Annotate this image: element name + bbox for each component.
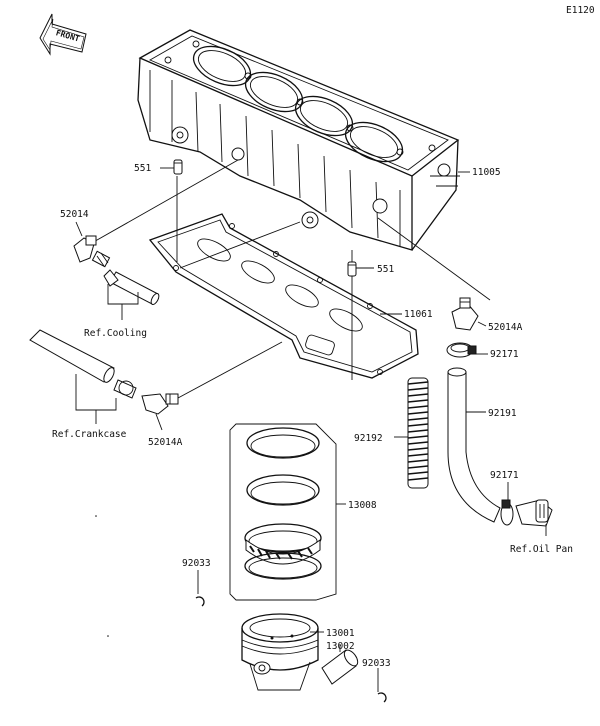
dowel-pin-lower	[347, 261, 357, 277]
label-snap-ring-left: 92033	[182, 558, 211, 569]
label-clamp-upper: 92171	[490, 349, 519, 360]
cylinder-block	[137, 29, 460, 251]
ref-crankcase: Ref.Crankcase	[52, 429, 127, 440]
dowel-pin-upper	[173, 159, 183, 175]
label-snap-ring-right: 92033	[362, 658, 391, 669]
cooling-hose	[103, 269, 160, 305]
label-gasket: 11061	[404, 309, 433, 320]
piston	[241, 613, 319, 691]
label-cylinder-block: 11005	[472, 167, 501, 178]
cylinder-gasket	[148, 213, 419, 379]
label-dowel-pin-upper: 551	[134, 163, 151, 174]
label-piston-ring-set: 13008	[348, 500, 377, 511]
ref-cooling: Ref.Cooling	[84, 328, 147, 339]
spring-hose	[407, 377, 429, 489]
front-arrow: FRONT	[39, 13, 87, 56]
label-fitting-left: 52014	[60, 209, 89, 220]
label-piston: 13001	[326, 628, 355, 639]
fitting-right	[451, 297, 479, 331]
label-clamp-lower: 92171	[490, 470, 519, 481]
fitting-left	[73, 235, 111, 268]
clamp-upper	[446, 342, 477, 358]
crankcase-hose	[29, 329, 137, 399]
label-piston-pin: 13002	[326, 641, 355, 652]
label-fitting-right: 52014A	[488, 322, 523, 333]
label-spring-hose: 92192	[354, 433, 383, 444]
snap-ring-right	[377, 692, 387, 703]
diagram-code: E1120	[566, 5, 595, 16]
ref-oil-pan: Ref.Oil Pan	[510, 544, 573, 555]
piston-ring-box	[229, 423, 337, 601]
snap-ring-left	[195, 596, 205, 607]
clamp-lower	[500, 499, 514, 526]
label-fitting-crankcase: 52014A	[148, 437, 183, 448]
oil-pan-fitting	[515, 499, 553, 527]
oil-hose	[447, 367, 501, 523]
label-hose: 92191	[488, 408, 517, 419]
piston-pin	[321, 649, 359, 685]
fitting-crankcase	[141, 393, 179, 415]
label-dowel-pin-lower: 551	[377, 264, 394, 275]
